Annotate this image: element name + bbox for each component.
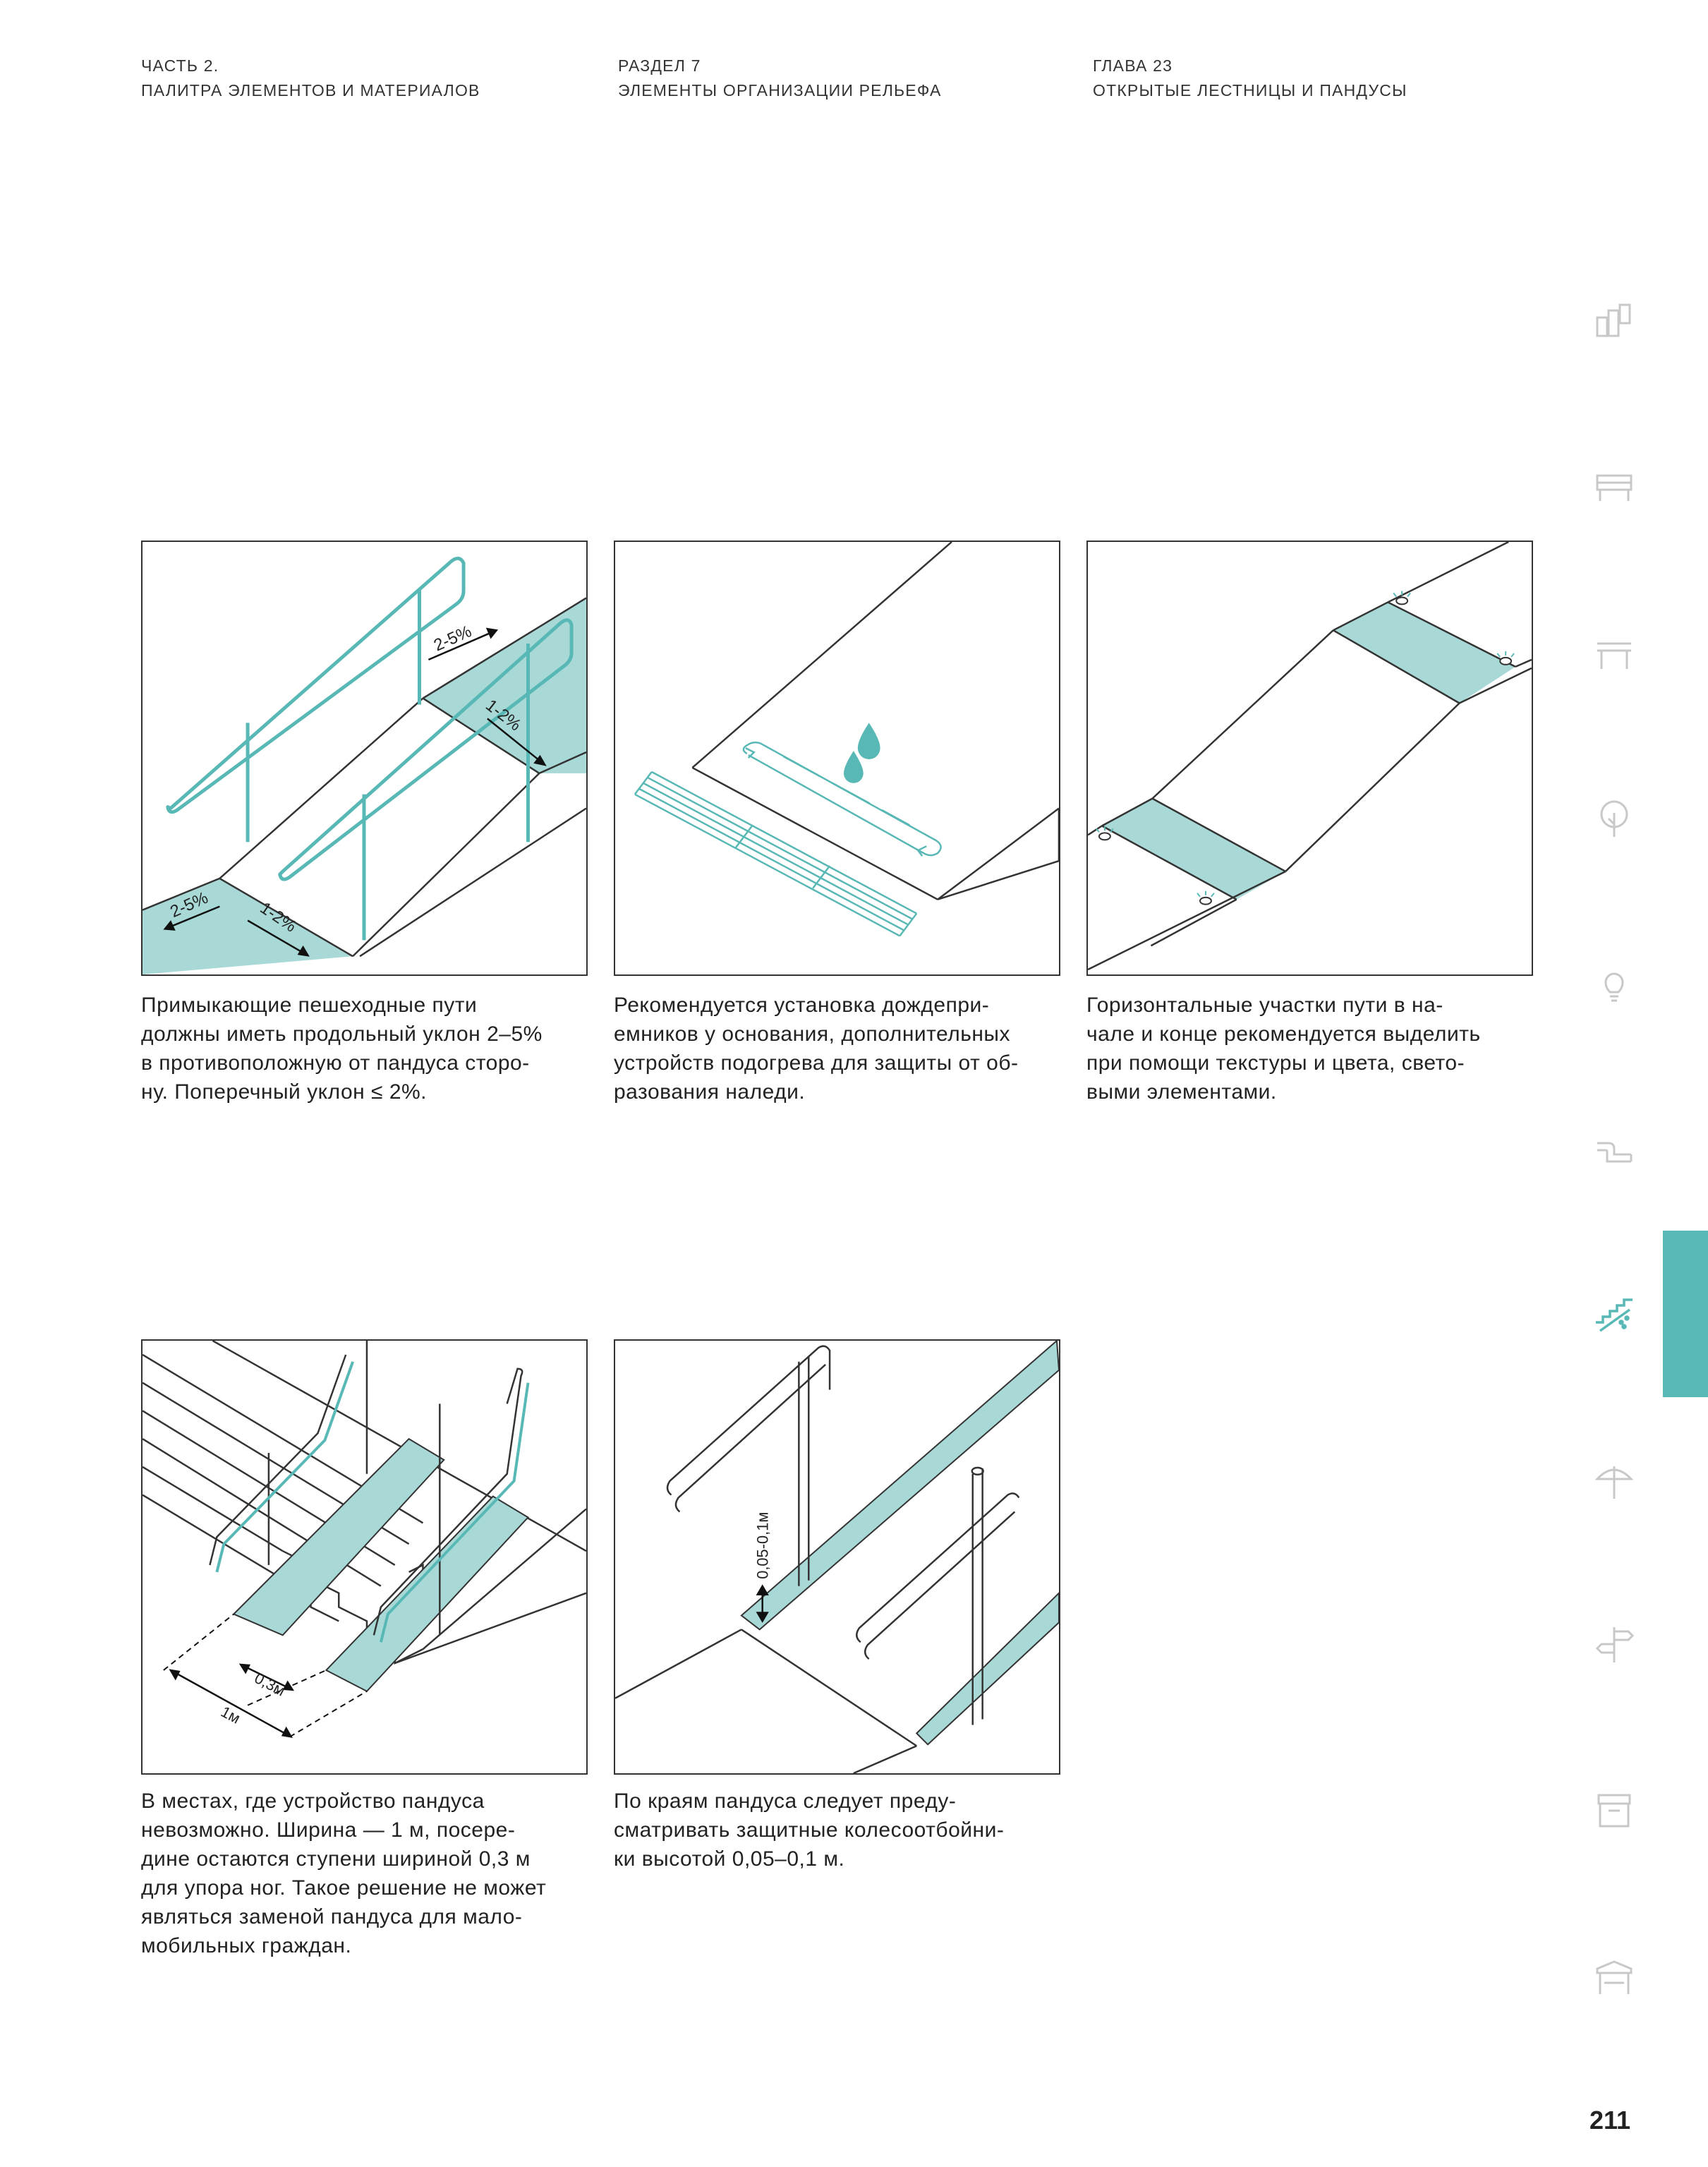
- figure-stair-ramp: 0,3м 1м: [141, 1339, 588, 1775]
- wheel-curbs-illustration: 0,05-0,1м: [615, 1341, 1059, 1773]
- caption-figure-2: Рекомендуется установка дождепри- емнико…: [614, 994, 1019, 1104]
- header-chapter: ГЛАВА 23 ОТКРЫТЫЕ ЛЕСТНИЦЫ И ПАНДУСЫ: [1093, 54, 1407, 103]
- kiosk-icon[interactable]: [1593, 1789, 1635, 1832]
- ramp-landings-illustration: [1088, 542, 1532, 971]
- header-part-line1: ЧАСТЬ 2.: [141, 56, 219, 75]
- caption-figure-5: По краям пандуса следует преду- сматрива…: [614, 1789, 1005, 1871]
- caption-figure-4: В местах, где устройство пандуса невозмо…: [141, 1789, 547, 1957]
- active-section-tab[interactable]: [1663, 1231, 1708, 1397]
- label-ramp-width: 1м: [218, 1703, 243, 1727]
- caption-figure-1: Примыкающие пешеходные пути должны иметь…: [141, 994, 543, 1104]
- stairs-ramp-icon[interactable]: [1593, 1294, 1635, 1336]
- ramp-drainage-illustration: [634, 542, 1059, 937]
- lightbulb-icon[interactable]: [1593, 964, 1635, 1006]
- header-chapter-line1: ГЛАВА 23: [1093, 56, 1173, 75]
- header-chapter-line2: ОТКРЫТЫЕ ЛЕСТНИЦЫ И ПАНДУСЫ: [1093, 81, 1407, 99]
- label-curb-height: 0,05-0,1м: [754, 1512, 772, 1579]
- buildings-icon[interactable]: [1593, 302, 1635, 344]
- water-drop-icon: [843, 723, 880, 783]
- caption-figure-3: Горизонтальные участки пути в на- чале и…: [1086, 994, 1481, 1104]
- bench-icon[interactable]: [1593, 467, 1635, 509]
- shelter-icon[interactable]: [1593, 1956, 1635, 1998]
- tree-icon[interactable]: [1593, 797, 1635, 840]
- header-part: ЧАСТЬ 2. ПАЛИТРА ЭЛЕМЕНТОВ И МАТЕРИАЛОВ: [141, 54, 480, 103]
- figure-ramp-landings: [1086, 541, 1533, 976]
- figure-wheel-curbs: 0,05-0,1м: [614, 1339, 1060, 1775]
- figure-ramp-slopes: 2-5% 1-2% 2-5% 1-2%: [141, 541, 588, 976]
- pipe-icon[interactable]: [1593, 1129, 1635, 1171]
- light-fixture-icon: [1098, 596, 1513, 905]
- ramp-slopes-illustration: 2-5% 1-2% 2-5% 1-2%: [143, 556, 586, 974]
- figure-ramp-drainage: [614, 541, 1060, 976]
- table-icon[interactable]: [1593, 634, 1635, 676]
- header-section: РАЗДЕЛ 7 ЭЛЕМЕНТЫ ОРГАНИЗАЦИИ РЕЛЬЕФА: [618, 54, 942, 103]
- umbrella-icon[interactable]: [1593, 1459, 1635, 1502]
- header-section-line1: РАЗДЕЛ 7: [618, 56, 701, 75]
- header-section-line2: ЭЛЕМЕНТЫ ОРГАНИЗАЦИИ РЕЛЬЕФА: [618, 81, 942, 99]
- page-number: 211: [1589, 2106, 1631, 2135]
- header-part-line2: ПАЛИТРА ЭЛЕМЕНТОВ И МАТЕРИАЛОВ: [141, 81, 480, 99]
- stair-ramp-illustration: 0,3м 1м: [143, 1341, 586, 1738]
- signpost-icon[interactable]: [1593, 1623, 1635, 1665]
